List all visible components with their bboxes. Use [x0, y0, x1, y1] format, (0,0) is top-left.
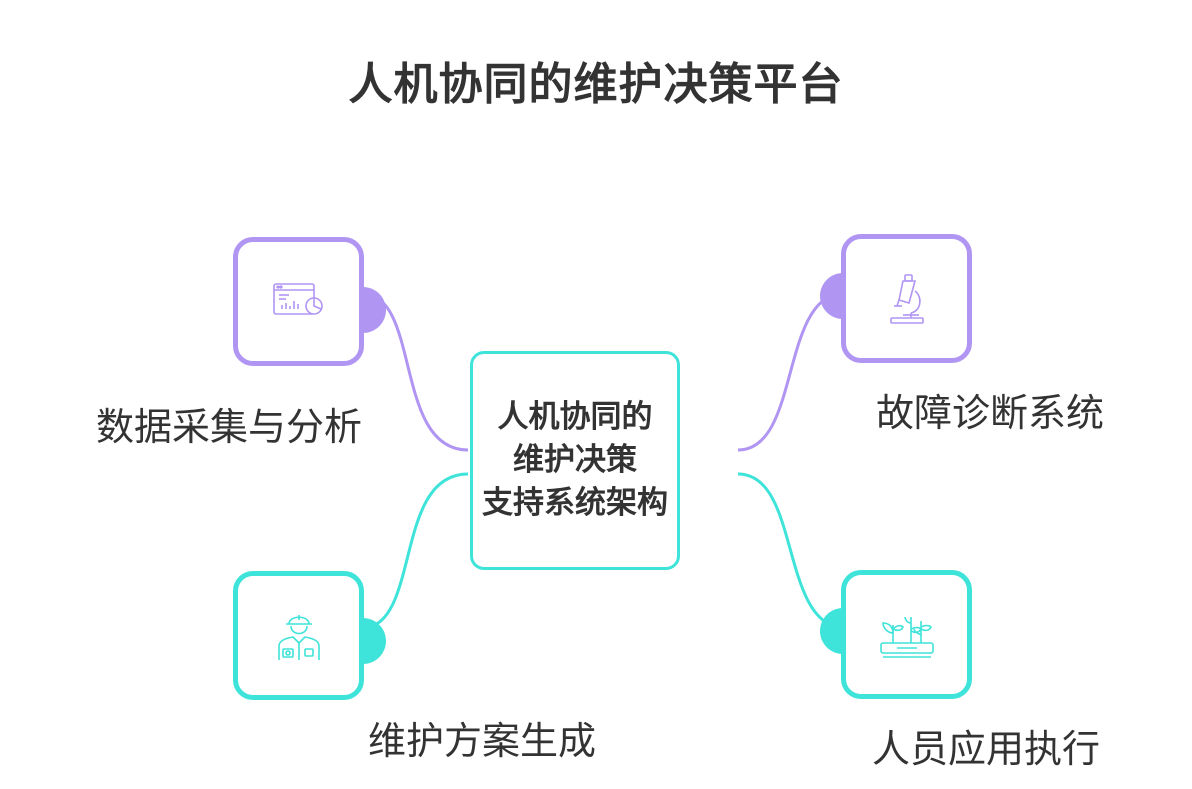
connector-knob-fault-diagnosis: [820, 273, 843, 319]
dashboard-chart-icon: [272, 282, 325, 322]
node-fault-diagnosis: [841, 234, 972, 363]
engineer-worker-icon: [273, 610, 325, 662]
page-title: 人机协同的维护决策平台: [348, 59, 844, 110]
node-personnel-execution-label: 人员应用执行: [872, 727, 1101, 771]
node-fault-diagnosis-label: 故障诊断系统: [876, 391, 1105, 435]
connector-fault-diagnosis: [737, 291, 842, 452]
center-node: 人机协同的 维护决策 支持系统架构: [470, 351, 680, 570]
node-personnel-execution: [841, 570, 972, 699]
plant-seedlings-icon: [879, 611, 935, 659]
node-data-analysis-label: 数据采集与分析: [96, 405, 363, 449]
microscope-icon: [887, 273, 927, 325]
connector-knob-maintenance-plan: [363, 618, 386, 664]
connector-personnel-execution: [737, 472, 842, 630]
node-data-analysis: [233, 237, 364, 366]
center-node-label: 人机协同的 维护决策 支持系统架构: [482, 399, 668, 521]
node-maintenance-plan-label: 维护方案生成: [368, 719, 597, 763]
node-maintenance-plan: [233, 571, 364, 700]
connector-knob-data-analysis: [363, 287, 386, 333]
connector-knob-personnel-execution: [820, 608, 843, 654]
connector-maintenance-plan: [365, 472, 469, 630]
